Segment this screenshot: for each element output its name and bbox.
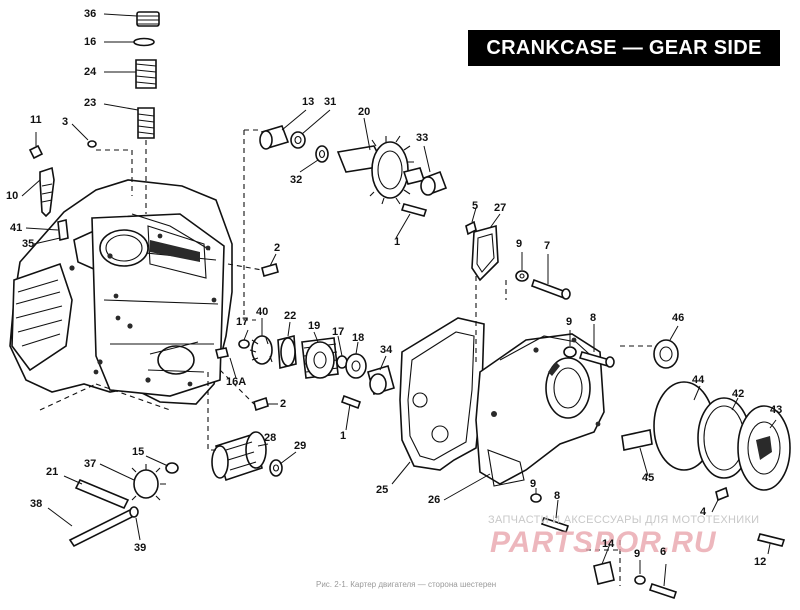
- callout-17b: 17: [332, 326, 345, 338]
- callout-8b: 8: [554, 490, 561, 502]
- callout-25: 25: [376, 484, 389, 496]
- callout-22: 22: [284, 310, 297, 322]
- crankcase-bolt-holes: [69, 233, 217, 387]
- callout-5: 5: [472, 200, 479, 212]
- bottom-left-parts: [39, 383, 179, 548]
- callout-24: 24: [84, 66, 97, 78]
- callout-9a: 9: [516, 238, 523, 250]
- oil-pump: [207, 372, 297, 482]
- cover-gasket: [391, 317, 485, 485]
- callout-29: 29: [294, 440, 307, 452]
- gear-cover: [443, 333, 605, 501]
- callout-36: 36: [84, 8, 97, 20]
- callout-40: 40: [256, 306, 269, 318]
- cam-gear-group: [243, 109, 448, 321]
- left-sensor-parts: [21, 123, 133, 245]
- callout-35: 35: [22, 238, 35, 250]
- callout-15: 15: [132, 446, 145, 458]
- watermark-subtitle: ЗАПЧАСТИ И АКСЕССУАРЫ ДЛЯ МОТОТЕХНИКИ: [488, 514, 760, 526]
- callout-19: 19: [308, 320, 321, 332]
- callout-7: 7: [544, 240, 551, 252]
- small-gasket-and-screw: [465, 207, 501, 366]
- callout-10: 10: [6, 190, 19, 202]
- callout-2b: 2: [280, 398, 287, 410]
- callout-9d: 9: [634, 548, 641, 560]
- callout-27: 27: [494, 202, 507, 214]
- callout-16: 16: [84, 36, 97, 48]
- callout-1b: 1: [340, 430, 347, 442]
- callout-12: 12: [754, 556, 767, 568]
- callout-44: 44: [692, 374, 705, 386]
- callout-45: 45: [642, 472, 655, 484]
- callout-37: 37: [84, 458, 97, 470]
- callout-6: 6: [660, 546, 667, 558]
- pump-gear-row: [215, 253, 395, 431]
- callout-23: 23: [84, 97, 97, 109]
- callout-46: 46: [672, 312, 685, 324]
- callout-11: 11: [30, 114, 42, 126]
- callout-33: 33: [416, 132, 429, 144]
- callout-32: 32: [290, 174, 303, 186]
- callout-18: 18: [352, 332, 365, 344]
- callout-9b: 9: [566, 316, 573, 328]
- cover-fasteners: [505, 252, 791, 600]
- callout-3: 3: [62, 116, 69, 128]
- callout-42: 42: [732, 388, 745, 400]
- callout-8a: 8: [590, 312, 597, 324]
- diagram-title: CRANKCASE — GEAR SIDE: [468, 30, 780, 66]
- callout-9c: 9: [530, 478, 537, 490]
- callout-16a: 16A: [226, 376, 247, 388]
- callout-34: 34: [380, 344, 393, 356]
- callout-2a: 2: [274, 242, 281, 254]
- callout-14: 14: [602, 538, 615, 550]
- callout-41: 41: [10, 222, 23, 234]
- watermark-logo: PARTSPOR.RU: [490, 526, 717, 559]
- callout-26: 26: [428, 494, 441, 506]
- callout-21: 21: [46, 466, 59, 478]
- callout-20: 20: [358, 106, 371, 118]
- callout-13: 13: [302, 96, 315, 108]
- callout-38: 38: [30, 498, 43, 510]
- callout-28: 28: [264, 432, 277, 444]
- callout-17a: 17: [236, 316, 249, 328]
- callout-31: 31: [324, 96, 337, 108]
- callout-43: 43: [770, 404, 783, 416]
- callout-1a: 1: [394, 236, 401, 248]
- plug-and-spring-stack: [103, 11, 160, 214]
- callout-39: 39: [134, 542, 147, 554]
- figure-caption: Рис. 2-1. Картер двигателя — сторона шес…: [316, 580, 497, 589]
- callout-4: 4: [700, 506, 707, 518]
